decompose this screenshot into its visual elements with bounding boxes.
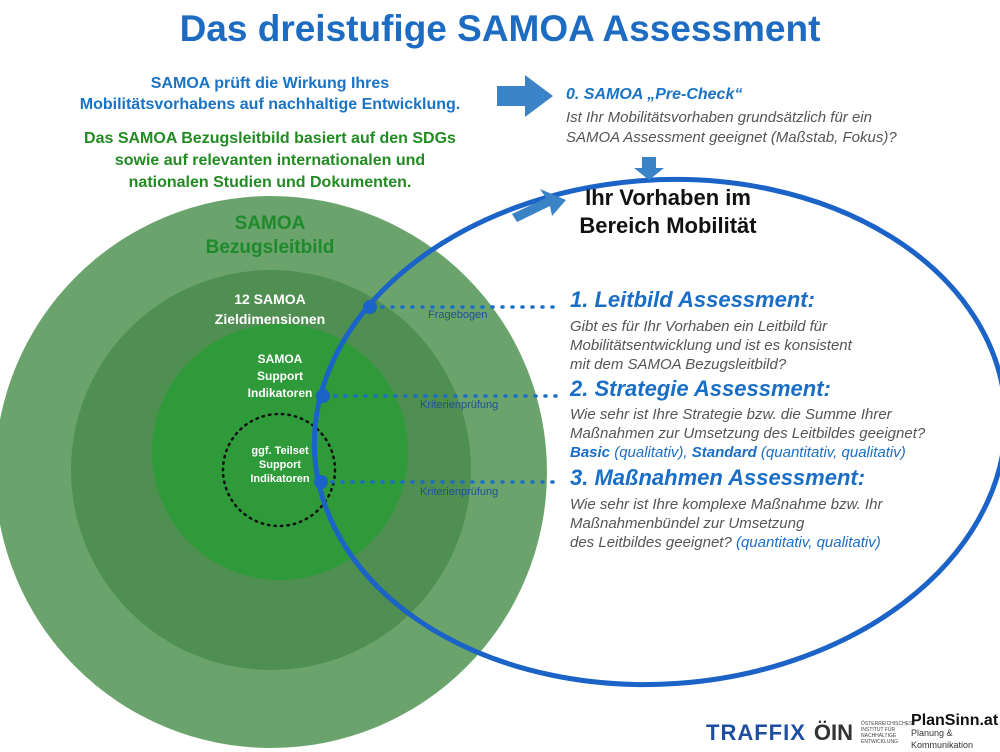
dot-3 <box>314 475 328 489</box>
page-title: Das dreistufige SAMOA Assessment <box>179 8 821 49</box>
outer-circle-line: SAMOA <box>234 213 306 234</box>
step-1-line: Mobilitätsentwicklung und ist es konsist… <box>570 337 852 354</box>
oin-logo-subtitle: ÖSTERREICHISCHES INSTITUT FÜR NACHHALTIG… <box>861 721 913 745</box>
mode-basic-note: (qualitativ), <box>610 444 692 461</box>
tool-label-kriterienpruefung: Kriterienprüfung <box>420 486 499 498</box>
intro-blue-line: SAMOA prüft die Wirkung Ihres <box>150 75 390 92</box>
intro-green-line: Das SAMOA Bezugsleitbild basiert auf den… <box>84 130 456 147</box>
footer-logos: TRAFFIX ÖIN ÖSTERREICHISCHES INSTITUT FÜ… <box>706 712 1000 751</box>
step-3-note: (quantitativ, qualitativ) <box>735 534 881 551</box>
third-circle-line: Indikatoren <box>247 386 313 400</box>
inner-circle-line: Support <box>258 459 302 471</box>
arrow-curve-icon <box>512 189 566 222</box>
outer-circle-label: SAMOA Bezugsleitbild <box>170 212 370 260</box>
project-line: Bereich Mobilität <box>579 213 757 238</box>
step-1-line: Gibt es für Ihr Vorhaben ein Leitbild fü… <box>570 318 828 335</box>
step-3-line: Maßnahmenbündel zur Umsetzung <box>570 515 805 532</box>
project-ellipse <box>311 176 1000 688</box>
plansinn-subtitle: Planung & Kommunikation <box>911 728 974 750</box>
dot-2 <box>316 389 330 403</box>
mode-basic: Basic <box>570 444 611 461</box>
inner-circle-label: ggf. Teilset Support Indikatoren <box>225 444 335 486</box>
third-circle-line: SAMOA <box>257 352 303 366</box>
inner-circle-line: Indikatoren <box>250 473 310 485</box>
mode-standard-note: (quantitativ, qualitativ) <box>756 444 906 461</box>
dot-1 <box>363 300 377 314</box>
step-2-text: Wie sehr ist Ihre Strategie bzw. die Sum… <box>570 405 990 462</box>
second-circle-label: 12 SAMOA Zieldimensionen <box>190 289 350 329</box>
second-circle-line: 12 SAMOA <box>234 291 306 307</box>
step-2-modes: Basic (qualitativ), Standard (quantitati… <box>570 443 990 462</box>
traffix-logo: TRAFFIX <box>706 720 806 745</box>
precheck-line: Ist Ihr Mobilitätsvorhaben grundsätzlich… <box>566 109 872 126</box>
arrow-down-icon <box>634 157 664 180</box>
step-2-line: Maßnahmen zur Umsetzung des Leitbildes g… <box>570 425 926 442</box>
step-3-line-text: des Leitbildes geeignet? <box>570 534 736 551</box>
second-circle-line: Zieldimensionen <box>214 311 326 327</box>
plansinn-name: PlanSinn.at <box>911 712 999 729</box>
plansinn-logo: PlanSinn.at Planung & Kommunikation <box>911 712 1000 751</box>
step-2-line: Wie sehr ist Ihre Strategie bzw. die Sum… <box>570 406 892 423</box>
step-1-text: Gibt es für Ihr Vorhaben ein Leitbild fü… <box>570 317 990 374</box>
precheck-text: Ist Ihr Mobilitätsvorhaben grundsätzlich… <box>566 108 986 148</box>
outer-circle-line: Bezugsleitbild <box>205 237 335 258</box>
step-2-title: 2. Strategie Assessment: <box>570 376 831 401</box>
step-3-title: 3. Maßnahmen Assessment: <box>570 465 866 490</box>
step-1-line: mit dem SAMOA Bezugsleitbild? <box>570 356 787 373</box>
step-3-text: Wie sehr ist Ihre komplexe Maßnahme bzw.… <box>570 495 990 552</box>
project-label: Ihr Vorhaben im Bereich Mobilität <box>548 184 788 240</box>
step-1-title: 1. Leitbild Assessment: <box>570 287 815 312</box>
intro-green-line: nationalen Studien und Dokumenten. <box>128 174 412 191</box>
intro-blue-text: SAMOA prüft die Wirkung Ihres Mobilitäts… <box>40 73 500 115</box>
intro-green-text: Das SAMOA Bezugsleitbild basiert auf den… <box>30 128 510 194</box>
precheck-line: SAMOA Assessment geeignet (Maßstab, Foku… <box>566 129 897 146</box>
intro-blue-line: Mobilitätsvorhabens auf nachhaltige Entw… <box>79 96 461 113</box>
oin-logo: ÖIN <box>813 720 854 745</box>
tool-label-kriterienpruefung: Kriterienprüfung <box>420 399 499 411</box>
inner-circle-line: ggf. Teilset <box>251 445 309 457</box>
step-3-line: Wie sehr ist Ihre komplexe Maßnahme bzw.… <box>570 496 883 513</box>
intro-green-line: sowie auf relevanten internationalen und <box>114 152 426 169</box>
arrow-right-icon <box>497 75 553 117</box>
project-line: Ihr Vorhaben im <box>585 185 751 210</box>
tool-label-fragebogen: Fragebogen <box>428 309 488 321</box>
circle-support-indikatoren <box>152 324 408 580</box>
third-circle-label: SAMOA Support Indikatoren <box>220 351 340 402</box>
mode-standard: Standard <box>691 444 757 461</box>
precheck-title: 0. SAMOA „Pre-Check“ <box>566 86 743 103</box>
third-circle-line: Support <box>257 369 303 383</box>
step-3-line: des Leitbildes geeignet? (quantitativ, q… <box>570 533 990 552</box>
circle-teilset <box>221 412 337 528</box>
